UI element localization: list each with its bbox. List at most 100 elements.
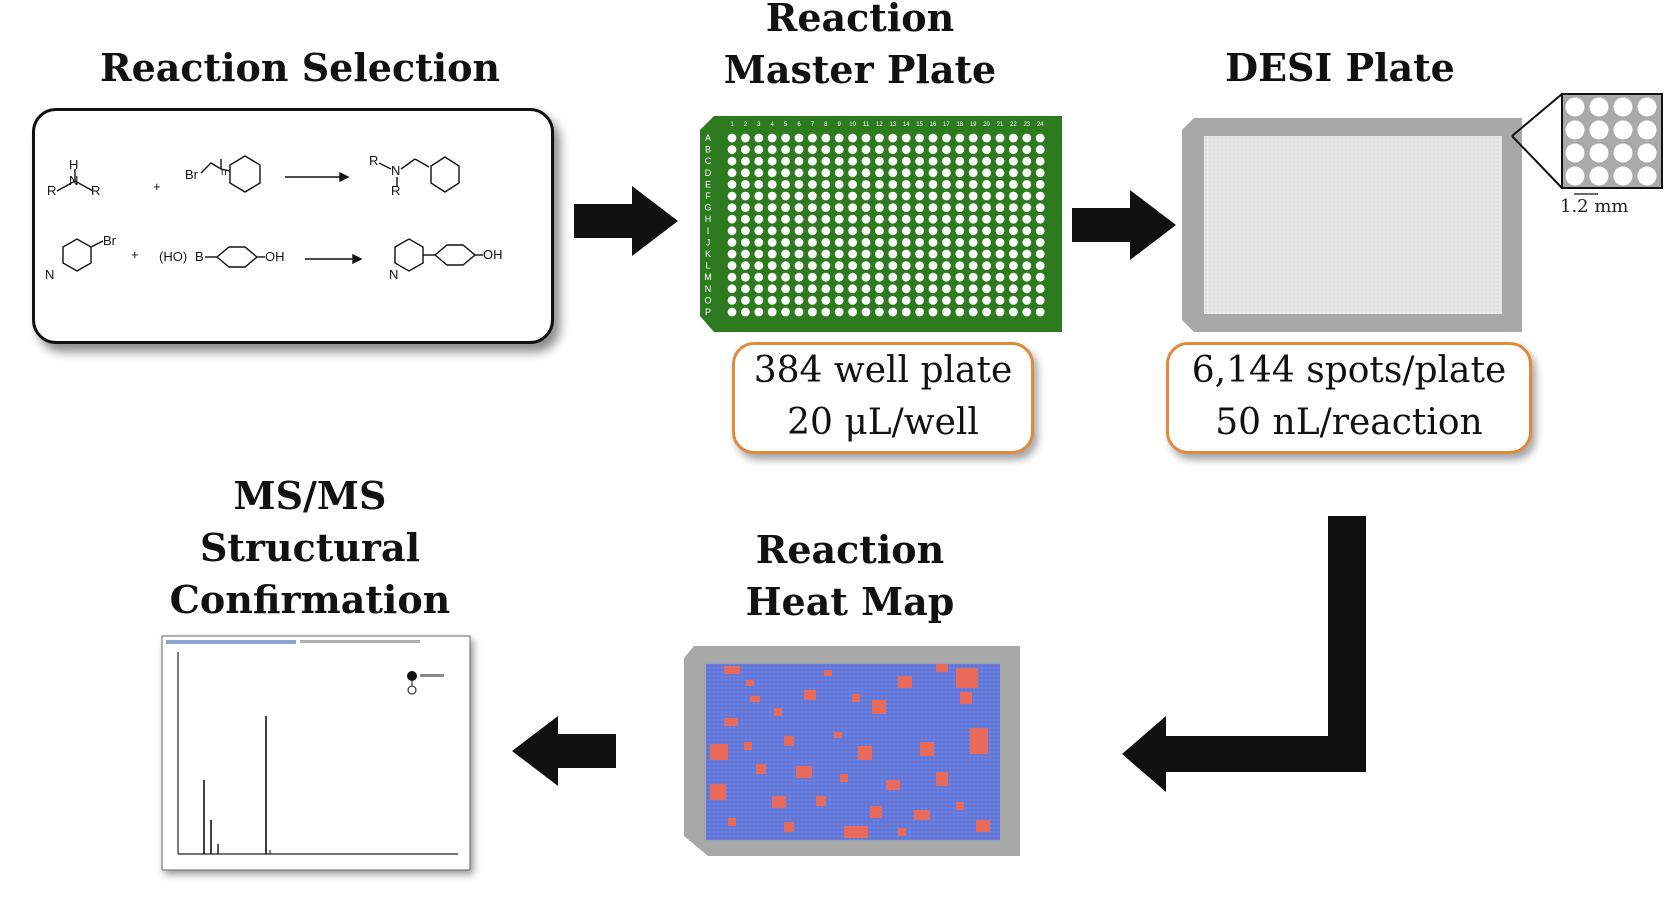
- title-line: Reaction: [765, 0, 955, 40]
- plate-well: [928, 261, 938, 270]
- plate-well: [995, 307, 1005, 317]
- plate-well: [955, 214, 965, 224]
- plate-well: [982, 133, 991, 143]
- arrow-left-icon: [512, 716, 616, 786]
- plate-well: [821, 284, 831, 294]
- plate-well: [781, 272, 790, 282]
- heatmap-hit: [920, 742, 934, 756]
- heatmap-hit: [886, 780, 900, 790]
- plate-well: [821, 145, 831, 154]
- plate-well: [968, 307, 978, 317]
- plate-well: [1009, 156, 1018, 166]
- phenol-oh-2: OH: [483, 247, 503, 262]
- heatmap-plate: [684, 646, 1020, 856]
- plate-well: [955, 226, 965, 236]
- plate-well: [901, 249, 911, 259]
- plate-well: [915, 284, 924, 294]
- plate-column-label: 8: [824, 122, 828, 128]
- plate-well: [901, 238, 911, 247]
- heatmap-hit: [728, 818, 736, 826]
- plate-well: [982, 180, 991, 189]
- plate-well: [741, 191, 750, 201]
- plate-well: [808, 180, 817, 189]
- plate-well: [942, 191, 951, 201]
- plate-well: [901, 180, 911, 189]
- plate-well: [861, 191, 871, 201]
- plate-well: [848, 203, 857, 212]
- plate-well: [1035, 133, 1045, 143]
- plate-well: [794, 249, 804, 259]
- plate-well: [1009, 272, 1018, 282]
- plate-well: [915, 191, 924, 201]
- plate-well: [875, 180, 884, 189]
- plate-well: [834, 284, 844, 294]
- plate-well: [754, 203, 764, 212]
- plate-well: [781, 226, 790, 236]
- plate-well: [968, 238, 978, 247]
- plate-well: [928, 214, 938, 224]
- plate-well: [848, 296, 857, 305]
- plate-well: [875, 203, 884, 212]
- heatmap-hits: [710, 664, 990, 838]
- title-line: Heat Map: [745, 579, 955, 624]
- plate-well: [741, 284, 750, 294]
- product1-n: N: [391, 163, 400, 178]
- plate-well: [942, 168, 951, 178]
- plate-well: [968, 156, 978, 166]
- plate-well: [794, 214, 804, 224]
- pill-line: 50 nL/reaction: [1215, 402, 1483, 443]
- plate-well: [1035, 168, 1045, 178]
- plate-well: [928, 307, 938, 317]
- phenol-ring-1: [205, 246, 265, 268]
- boronic-b: B: [195, 249, 204, 264]
- plate-well: [928, 203, 938, 212]
- plate-well: [928, 272, 938, 282]
- plate-well: [995, 272, 1005, 282]
- plate-well: [741, 214, 750, 224]
- plate-well: [915, 272, 924, 282]
- plate-well: [928, 238, 938, 247]
- plate-well: [995, 226, 1005, 236]
- plus-1: +: [153, 179, 161, 194]
- plate-column-label: 21: [997, 122, 1004, 128]
- plate-well: [848, 226, 857, 236]
- plate-well: [781, 261, 790, 270]
- plate-well: [794, 180, 804, 189]
- plate-well: [955, 168, 965, 178]
- boronic-ho: (HO): [159, 249, 187, 264]
- plate-well: [995, 214, 1005, 224]
- plate-well: [754, 180, 764, 189]
- plate-column-label: 7: [811, 122, 815, 128]
- plate-well: [875, 133, 884, 143]
- plate-well: [968, 180, 978, 189]
- heatmap-hit: [750, 696, 760, 702]
- plate-well: [808, 272, 817, 282]
- plate-well: [754, 296, 764, 305]
- heatmap-hit: [840, 774, 848, 782]
- reaction-1: [56, 169, 94, 192]
- plate-well: [968, 214, 978, 224]
- plate-well: [968, 249, 978, 259]
- plate-well: [821, 168, 831, 178]
- bromide-n: n: [221, 167, 227, 178]
- plate-well: [821, 226, 831, 236]
- plate-well: [808, 307, 817, 317]
- plate-well: [767, 180, 777, 189]
- plate-well: [861, 296, 871, 305]
- plate-well: [808, 238, 817, 247]
- plate-well: [982, 307, 991, 317]
- title-line: Structural: [199, 525, 421, 570]
- zoom-spot: [1589, 97, 1609, 117]
- plate-well: [968, 296, 978, 305]
- plate-well: [928, 145, 938, 154]
- plate-well: [1022, 203, 1032, 212]
- pyridine-br: Br: [103, 233, 117, 248]
- plate-well: [955, 272, 965, 282]
- plate-well: [767, 272, 777, 282]
- zoom-spot: [1565, 120, 1585, 140]
- plate-well: [808, 261, 817, 270]
- plate-well: [821, 272, 831, 282]
- plate-well: [861, 272, 871, 282]
- plate-well: [955, 133, 965, 143]
- heatmap-hit: [960, 692, 972, 704]
